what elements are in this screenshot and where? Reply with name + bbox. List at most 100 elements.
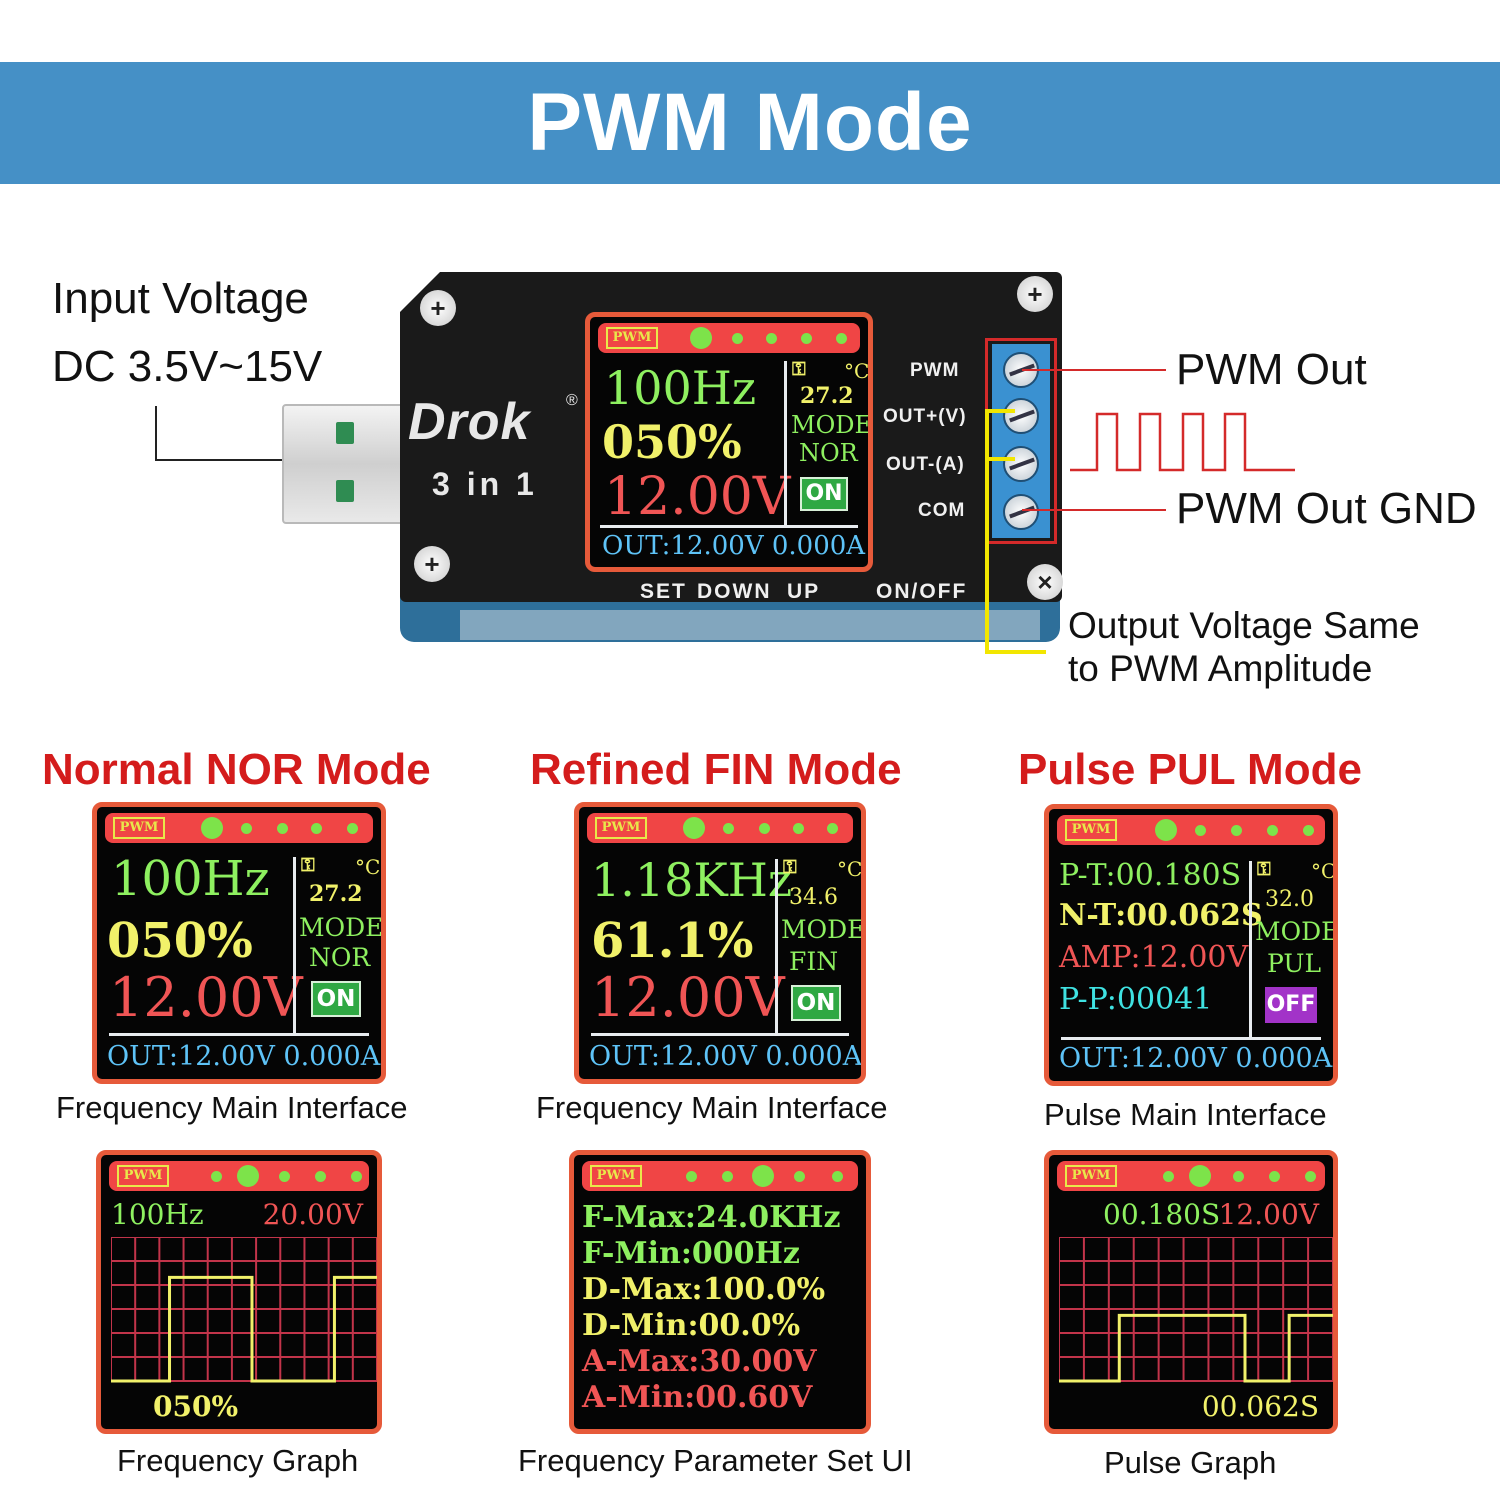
page-dot [1231, 825, 1242, 836]
output-state-badge: ON [791, 985, 841, 1021]
set-button[interactable]: SET [640, 580, 687, 603]
terminal-label-pwm: PWM [910, 360, 960, 381]
output-state-badge: ON [311, 981, 361, 1017]
page-dot-active [752, 1165, 774, 1187]
caption-fin-main: Frequency Main Interface [536, 1090, 888, 1125]
divider [109, 1033, 369, 1036]
temp-unit: °C [844, 359, 870, 383]
page-dot [732, 333, 743, 344]
page-dot [723, 823, 734, 834]
pwm-tag: PWM [606, 327, 658, 349]
page-dot [832, 1171, 843, 1182]
divider [1061, 1037, 1321, 1040]
registered-mark: ® [566, 392, 578, 409]
graph-voltage-scale: 12.00V [1218, 1198, 1319, 1231]
mode-label: MODE [1255, 917, 1338, 946]
duty-value: 050% [107, 913, 253, 969]
page-dot [766, 333, 777, 344]
pwm-tag: PWM [595, 817, 647, 839]
page-title: PWM Mode [527, 77, 973, 168]
status-bar: PWM [598, 323, 860, 353]
output-bracket-line [985, 409, 1046, 654]
parameter-row: A-Max:30.00V [582, 1344, 817, 1379]
pwm-waveform-icon [1070, 412, 1295, 472]
usb-pin [336, 480, 354, 502]
device-subtitle: 3 in 1 [432, 466, 538, 502]
terminal-screw-out-plus [1003, 398, 1039, 434]
title-banner: PWM Mode [0, 62, 1500, 184]
page-dot [827, 823, 838, 834]
mode-label: MODE [781, 915, 866, 944]
page-dot-active [683, 817, 705, 839]
page-dot [277, 823, 288, 834]
output-state-badge: ON [800, 477, 848, 511]
input-voltage-range: DC 3.5V~15V [52, 342, 323, 391]
page-dot [1267, 825, 1278, 836]
mode-value: NOR [309, 943, 371, 972]
mode-title-pul: Pulse PUL Mode [1018, 745, 1362, 794]
page-dot [347, 823, 358, 834]
pwm-tag: PWM [117, 1165, 169, 1187]
output-readout: OUT:12.00V 0.000A [602, 531, 866, 561]
page-dot-active [237, 1165, 259, 1187]
on-off-button[interactable]: ON/OFF [876, 580, 968, 603]
mode-label: MODE [299, 913, 384, 942]
screw-icon: + [420, 290, 456, 326]
page-dot-active [201, 817, 223, 839]
key-icon: ⚿ [792, 359, 806, 380]
duty-value: 61.1% [591, 913, 754, 969]
mode-value: FIN [789, 947, 839, 976]
page-dot [793, 823, 804, 834]
temp-unit: °C [837, 857, 863, 881]
negative-time: N-T:00.062S [1059, 898, 1263, 933]
caption-fin-params: Frequency Parameter Set UI [518, 1443, 913, 1478]
temperature: 32.0 [1265, 887, 1314, 912]
fin-main-screen: PWM 1.18KHz 61.1% 12.00V ⚿ °C 34.6 MODE … [574, 802, 866, 1084]
divider [600, 525, 858, 528]
key-icon: ⚿ [1257, 859, 1271, 880]
terminal-label-com: COM [918, 500, 966, 521]
parameter-row: D-Min:00.0% [582, 1308, 801, 1343]
page-dot [1305, 1171, 1316, 1182]
temperature: 34.6 [789, 885, 838, 910]
caption-nor-main: Frequency Main Interface [56, 1090, 408, 1125]
pwm-tag: PWM [1065, 1165, 1117, 1187]
divider [775, 859, 778, 1035]
caption-nor-graph: Frequency Graph [117, 1443, 359, 1478]
graph-voltage-scale: 20.00V [262, 1198, 363, 1231]
page-dot [836, 333, 847, 344]
parameter-row: F-Min:000Hz [582, 1236, 800, 1271]
page-dot [759, 823, 770, 834]
frequency-value: 1.18KHz [591, 853, 793, 907]
temp-unit: °C [1311, 859, 1337, 883]
pwm-out-gnd-label: PWM Out GND [1176, 484, 1477, 533]
screw-icon: + [1017, 276, 1053, 312]
page-dot [1233, 1171, 1244, 1182]
graph-negative-time: 00.062S [1201, 1390, 1319, 1423]
page-dot [279, 1171, 290, 1182]
square-wave-trace [1059, 1313, 1333, 1383]
pul-main-screen: PWM P-T:00.180S N-T:00.062S AMP:12.00V P… [1044, 804, 1338, 1086]
terminal-screw-com [1003, 494, 1039, 530]
positive-time: P-T:00.180S [1059, 858, 1242, 893]
parameter-row: D-Max:100.0% [582, 1272, 826, 1307]
status-bar: PWM [105, 813, 373, 843]
status-bar: PWM [1057, 815, 1325, 845]
nor-graph-screen: PWM 100Hz 20.00V 050% [96, 1150, 382, 1434]
down-button[interactable]: DOWN [697, 580, 772, 603]
frequency-value: 100Hz [604, 361, 757, 415]
caption-pul-main: Pulse Main Interface [1044, 1097, 1327, 1132]
parameter-row: F-Max:24.0KHz [582, 1200, 841, 1235]
page-dot [211, 1171, 222, 1182]
terminal-label-out-minus: OUT-(A) [886, 454, 965, 475]
status-bar: PWM [1057, 1161, 1325, 1191]
page-dot [686, 1171, 697, 1182]
output-note-line2: to PWM Amplitude [1068, 648, 1373, 689]
page-dot [311, 823, 322, 834]
pulse-count: P-P:00041 [1059, 982, 1213, 1017]
page-dot [1195, 825, 1206, 836]
pwm-tag: PWM [113, 817, 165, 839]
divider [591, 1033, 849, 1036]
up-button[interactable]: UP [787, 580, 821, 603]
terminal-screw-out-minus [1003, 446, 1039, 482]
